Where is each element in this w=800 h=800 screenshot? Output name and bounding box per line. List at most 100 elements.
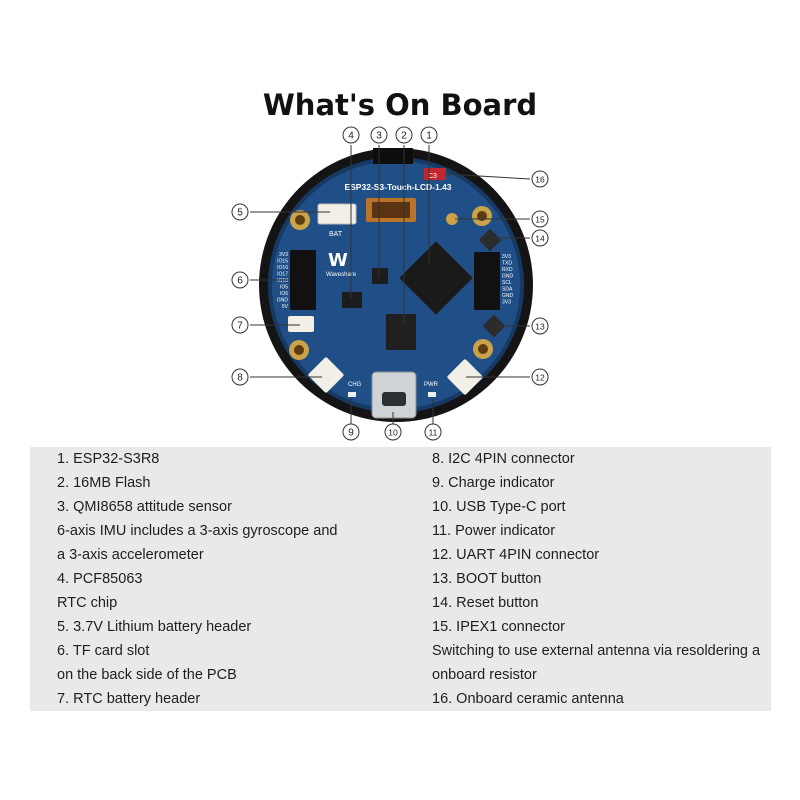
pin-label: SDA bbox=[502, 287, 513, 293]
callout-14: 14 bbox=[531, 229, 549, 247]
legend-line: 14. Reset button bbox=[432, 595, 539, 611]
left-pin-header bbox=[290, 250, 316, 310]
legend-right-column: 8. I2C 4PIN connector 9. Charge indicato… bbox=[432, 447, 760, 711]
boot-button bbox=[482, 314, 506, 338]
pin-label: IO6 bbox=[280, 291, 288, 297]
callout-4: 4 bbox=[342, 126, 360, 144]
pin-label: IO15 bbox=[277, 259, 288, 265]
pin-label: TXD bbox=[502, 261, 512, 267]
callout-1: 1 bbox=[420, 126, 438, 144]
legend-line: 12. UART 4PIN connector bbox=[432, 547, 600, 563]
legend-left-column: 1. ESP32-S3R8 2. 16MB Flash 3. QMI8658 a… bbox=[57, 447, 337, 711]
pin-label: IO17 bbox=[277, 272, 288, 278]
legend-line: 15. IPEX1 connector bbox=[432, 619, 565, 635]
legend-line: 11. Power indicator bbox=[432, 523, 556, 539]
charge-led bbox=[348, 392, 356, 397]
callout-number: 1 bbox=[426, 131, 432, 142]
flash-chip bbox=[386, 314, 416, 350]
callout-2: 2 bbox=[395, 126, 413, 144]
callout-3: 3 bbox=[370, 126, 388, 144]
callout-11: 11 bbox=[424, 423, 442, 441]
pin-label: IO18 bbox=[277, 278, 288, 284]
callout-leaders bbox=[250, 145, 531, 424]
pin-label: 5V bbox=[282, 304, 289, 310]
pin-label: IO16 bbox=[277, 265, 288, 271]
callout-number: 14 bbox=[535, 234, 545, 244]
brand-label: Waveshare bbox=[326, 272, 357, 278]
top-connector-slot bbox=[373, 148, 413, 164]
legend-line: on the back side of the PCB bbox=[57, 667, 237, 683]
antenna-label: C3 bbox=[428, 173, 437, 180]
imu-chip bbox=[372, 268, 388, 284]
callout-number: 2 bbox=[401, 131, 407, 142]
callout-number: 4 bbox=[348, 131, 354, 142]
callout-number: 13 bbox=[535, 322, 545, 332]
legend-line: 1. ESP32-S3R8 bbox=[57, 451, 160, 467]
pin-label: 3V3 bbox=[279, 252, 288, 258]
page-title: What's On Board bbox=[262, 88, 538, 122]
legend-line: 6-axis IMU includes a 3-axis gyroscope a… bbox=[57, 523, 338, 539]
callout-number: 5 bbox=[237, 208, 243, 219]
pwr-label: PWR bbox=[424, 382, 439, 388]
chg-label: CHG bbox=[348, 382, 362, 388]
callout-number: 10 bbox=[388, 428, 398, 438]
usb-c-opening bbox=[382, 392, 406, 406]
uart-connector bbox=[447, 359, 483, 395]
pin-label: RXD bbox=[502, 267, 513, 273]
legend-line: 10. USB Type-C port bbox=[432, 499, 566, 515]
i2c-connector bbox=[308, 357, 344, 393]
legend-line: Switching to use external antenna via re… bbox=[432, 643, 761, 659]
legend-line: 3. QMI8658 attitude sensor bbox=[57, 499, 232, 515]
callout-6: 6 bbox=[231, 271, 249, 289]
bat-label: BAT bbox=[329, 231, 343, 238]
callout-5: 5 bbox=[231, 203, 249, 221]
callout-number: 8 bbox=[237, 373, 243, 384]
board-model-label: ESP32-S3-Touch-LCD-1.43 bbox=[344, 182, 451, 192]
callout-number: 6 bbox=[237, 276, 243, 287]
callout-number: 9 bbox=[348, 428, 354, 439]
callout-10: 10 bbox=[384, 423, 402, 441]
legend-line: 2. 16MB Flash bbox=[57, 475, 151, 491]
waveshare-logo: W bbox=[328, 250, 348, 271]
legend-line: onboard resistor bbox=[432, 667, 537, 683]
callout-7: 7 bbox=[231, 316, 249, 334]
pin-label: GND bbox=[502, 293, 514, 299]
callout-number: 3 bbox=[376, 131, 382, 142]
legend-line: 13. BOOT button bbox=[432, 571, 542, 587]
esp32-chip bbox=[399, 241, 473, 315]
legend-line: 5. 3.7V Lithium battery header bbox=[57, 619, 252, 635]
power-led bbox=[428, 392, 436, 397]
callout-12: 12 bbox=[531, 368, 549, 386]
callout-8: 8 bbox=[231, 368, 249, 386]
pin-label: SCL bbox=[502, 280, 512, 286]
rtc-chip bbox=[342, 292, 362, 308]
legend-line: 6. TF card slot bbox=[57, 643, 150, 659]
callout-16: 16 bbox=[531, 170, 549, 188]
pin-label: GND bbox=[502, 274, 514, 280]
ipex-connector bbox=[446, 213, 458, 225]
callout-number: 15 bbox=[535, 215, 545, 225]
right-pin-header bbox=[474, 252, 500, 310]
legend-line: a 3-axis accelerometer bbox=[57, 547, 204, 563]
pin-label: 3V3 bbox=[502, 254, 511, 260]
pin-label: IO5 bbox=[280, 285, 288, 291]
legend-line: 16. Onboard ceramic antenna bbox=[432, 691, 624, 707]
callout-13: 13 bbox=[531, 317, 549, 335]
callout-number: 7 bbox=[237, 321, 243, 332]
legend-panel: 1. ESP32-S3R8 2. 16MB Flash 3. QMI8658 a… bbox=[30, 447, 771, 711]
legend-line: 4. PCF85063 bbox=[57, 571, 143, 587]
legend-line: 8. I2C 4PIN connector bbox=[432, 451, 575, 467]
display-fpc-inner bbox=[372, 202, 410, 218]
pin-label: GND bbox=[277, 298, 289, 304]
callout-9: 9 bbox=[342, 423, 360, 441]
rtc-battery-header bbox=[288, 316, 314, 332]
legend-line: 9. Charge indicator bbox=[432, 475, 555, 491]
callout-number: 12 bbox=[535, 373, 545, 383]
board-diagram: ESP32-S3-Touch-LCD-1.43 BAT W Waveshare … bbox=[231, 126, 549, 441]
legend-line: 7. RTC battery header bbox=[57, 691, 201, 707]
pin-label: 3V3 bbox=[502, 300, 511, 306]
callout-number: 16 bbox=[535, 175, 545, 185]
callout-15: 15 bbox=[531, 210, 549, 228]
